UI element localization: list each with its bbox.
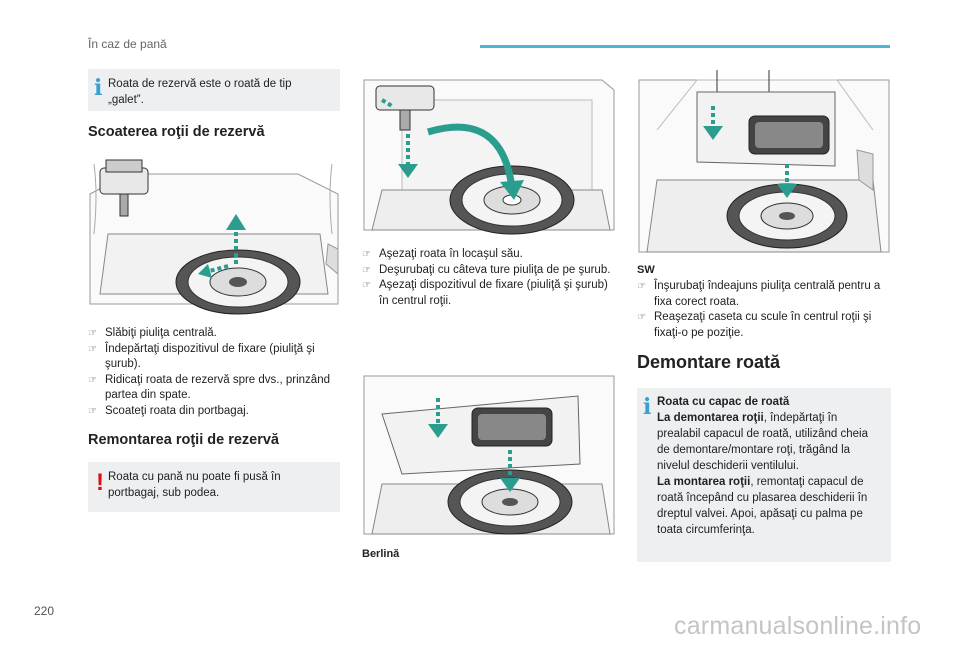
info-paragraph-removal: La demontarea roţii, îndepărtaţi în prea… [657,412,868,472]
arrow-bullet-icon: ☞ [88,405,97,417]
illustration-berlina-toolbox [362,374,616,544]
list-item: ☞Scoateţi roata din portbagaj. [88,404,343,420]
info-box-hubcap-text: Roata cu capac de roată La demontarea ro… [657,394,881,538]
info-icon: i [94,75,103,101]
list-item: ☞Reaşezaţi caseta cu scule în centrul ro… [637,311,872,339]
info-box-hubcap: i Roata cu capac de roată La demontarea … [637,388,891,562]
arrow-bullet-icon: ☞ [637,281,646,292]
illustration-sw-toolbox [637,70,891,256]
arrow-bullet-icon: ☞ [637,312,646,323]
caption-berlina: Berlină [362,548,400,560]
steps-sw-list: ☞Înşurubaţi îndeajuns piuliţa centrală p… [637,279,892,341]
arrow-bullet-icon: ☞ [362,280,371,291]
section-title-refit-spare: Remontarea roţii de rezervă [88,432,279,448]
arrow-bullet-icon: ☞ [362,249,371,260]
list-item: ☞Înşurubaţi îndeajuns piuliţa centrală p… [637,280,881,308]
section-title-remove-spare: Scoaterea roţii de rezervă [88,124,265,140]
sw-label: SW [637,264,655,276]
warning-text: Roata cu pană nu poate fi pusă în portba… [108,471,281,499]
section-title-wheel-removal: Demontare roată [637,352,781,372]
warning-icon: ! [96,469,104,496]
illustration-fit-spare-wheel [362,70,616,240]
arrow-bullet-icon: ☞ [88,374,97,386]
arrow-bullet-icon: ☞ [88,343,97,355]
chapter-title: În caz de pană [88,37,167,51]
list-item: ☞Deşurubaţi cu câteva ture piuliţa de pe… [362,263,612,279]
info-icon: i [643,394,652,420]
warning-box: ! Roata cu pană nu poate fi pusă în port… [88,462,340,512]
steps-fit-list: ☞Aşezaţi roata în locaşul său. ☞Deşuruba… [362,247,612,309]
arrow-bullet-icon: ☞ [362,264,371,276]
info-box-galet: i Roata de rezervă este o roată de tip „… [88,69,340,111]
info-box-text: Roata de rezervă este o roată de tip „ga… [108,78,292,106]
header-accent-bar [480,45,890,48]
page-number: 220 [34,604,55,618]
steps-remove-list: ☞Slăbiţi piuliţa centrală. ☞Îndepărtaţi … [88,326,343,419]
arrow-bullet-icon: ☞ [88,328,97,339]
list-item: ☞Aşezaţi dispozitivul de fixare (piuliţă… [362,279,608,307]
info-paragraph-fitting: La montarea roţii, remontaţi capacul de … [657,476,868,536]
info-box-title: Roata cu capac de roată [657,396,790,408]
list-item: ☞Slăbiţi piuliţa centrală. [88,326,343,342]
illustration-remove-spare-wheel [88,154,340,322]
list-item: ☞Aşezaţi roata în locaşul său. [362,247,612,263]
list-item: ☞Ridicaţi roata de rezervă spre dvs., pr… [88,373,330,402]
list-item: ☞Îndepărtaţi dispozitivul de fixare (piu… [88,342,315,371]
watermark: carmanualsonline.info [674,612,922,640]
